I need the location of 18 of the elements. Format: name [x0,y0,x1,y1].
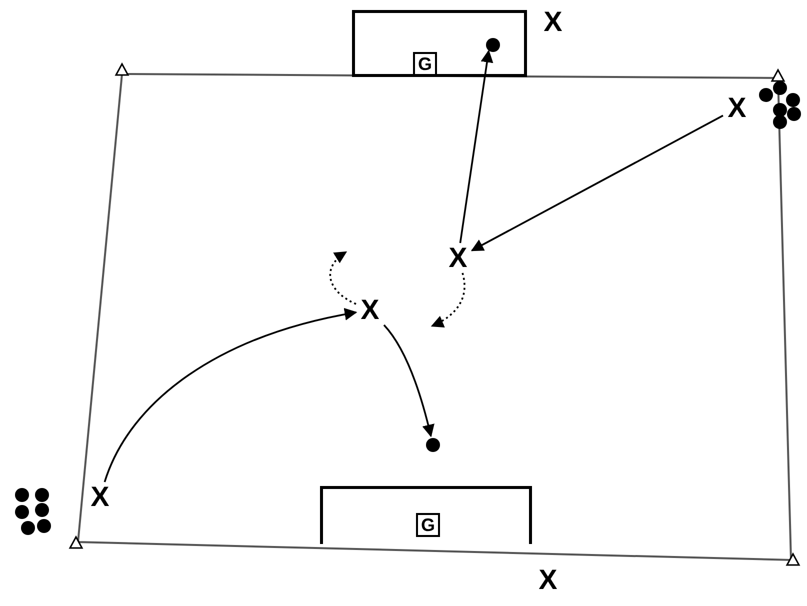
pass-arrow [383,324,434,438]
goal-box [320,486,532,544]
goalkeeper-box: G [416,513,440,537]
player-mark: X [446,245,470,271]
run-arrow [329,251,356,305]
player-mark: X [88,484,112,510]
pass-arrow [104,308,358,482]
player-mark: X [536,567,560,593]
pass-arrow [470,114,724,252]
goalkeeper-box: G [413,52,437,76]
player-mark: X [541,9,565,35]
player-mark: X [725,95,749,121]
goal-box [352,10,527,77]
ball [486,38,500,52]
player-mark: X [358,297,382,323]
pass-arrow [459,50,494,244]
run-arrow [430,272,466,327]
ball [426,438,440,452]
